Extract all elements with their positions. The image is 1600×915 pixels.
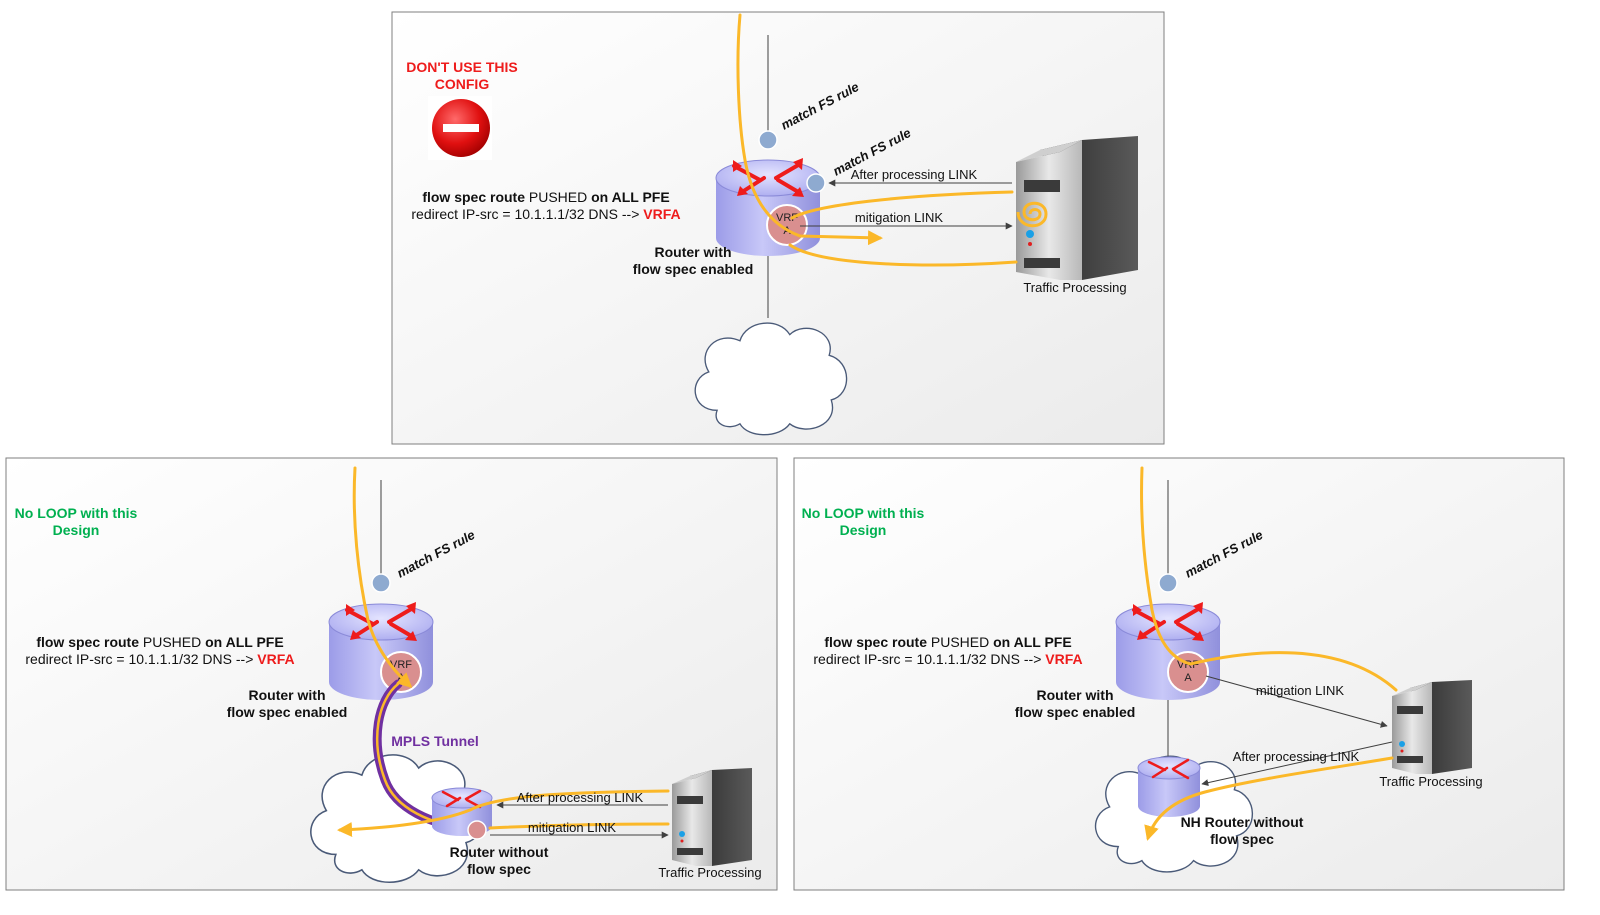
router-label-line2: flow spec enabled: [633, 261, 754, 277]
cloud-icon: [694, 322, 848, 436]
ok-note-line1: No LOOP with this: [15, 505, 138, 521]
after-processing-label: After processing LINK: [1233, 749, 1360, 764]
router-label-line2: flow spec enabled: [227, 704, 348, 720]
traffic-path: [1140, 466, 1398, 841]
router-icon: [715, 158, 821, 256]
ok-note-line2: Design: [840, 522, 887, 538]
server-label: Traffic Processing: [1379, 774, 1482, 789]
after-processing-label: After processing LINK: [851, 167, 978, 182]
match-point-icon: [758, 130, 778, 150]
router-label-line2: flow spec enabled: [1015, 704, 1136, 720]
panel-bottom-left: VRF A: [5, 457, 778, 891]
panel-bottom-right: VRF A: [793, 457, 1565, 891]
ok-note-line1: No LOOP with this: [802, 505, 925, 521]
nh-router-label-line2: flow spec: [1210, 831, 1274, 847]
vrf-label-line1: VRF: [776, 212, 798, 224]
warning-note-line1: DON'T USE THIS: [406, 59, 517, 75]
fs-redirect-line: redirect IP-src = 10.1.1.1/32 DNS --> VR…: [813, 651, 1082, 667]
mitigation-label: mitigation LINK: [528, 820, 616, 835]
nh-router-label-line1: NH Router without: [1181, 814, 1304, 830]
processing-spiral-icon: [1016, 201, 1048, 228]
vrf-a-node: VRF A: [1167, 651, 1209, 693]
after-processing-label: After processing LINK: [517, 790, 644, 805]
fs-route-title: flow spec route PUSHED on ALL PFE: [824, 634, 1071, 650]
vrf-label-line1: VRF: [390, 659, 412, 671]
panel-top: VRF A DON'T USE THIS CONFIG: [391, 11, 1165, 445]
nh-router-label-line2: flow spec: [467, 861, 531, 877]
warning-note-line2: CONFIG: [435, 76, 490, 92]
traffic-path: [337, 466, 670, 838]
mitigation-label: mitigation LINK: [855, 210, 943, 225]
after-processing-link: [1201, 741, 1393, 787]
fs-redirect-line: redirect IP-src = 10.1.1.1/32 DNS --> VR…: [25, 651, 294, 667]
mpls-tunnel-label: MPLS Tunnel: [391, 733, 479, 749]
server-icon: [672, 768, 752, 866]
nh-router-icon: [1137, 756, 1201, 817]
match-point-icon: [1158, 573, 1178, 593]
match-point-icon: [806, 173, 826, 193]
vrf-a-node: VRF A: [766, 204, 808, 246]
mitigation-label: mitigation LINK: [1256, 683, 1344, 698]
traffic-path: [736, 13, 1018, 267]
router-label-line1: Router with: [655, 244, 732, 260]
match-point-icon: [371, 573, 391, 593]
router-label-line1: Router with: [1037, 687, 1114, 703]
fs-redirect-line: redirect IP-src = 10.1.1.1/32 DNS --> VR…: [411, 206, 680, 222]
stop-icon: [428, 96, 492, 160]
server-icon: [1392, 680, 1472, 774]
fs-route-title: flow spec route PUSHED on ALL PFE: [422, 189, 669, 205]
mitigation-link: [1205, 675, 1388, 728]
vrf-label-line2: A: [1184, 672, 1192, 684]
nh-router-label-line1: Router without: [450, 844, 549, 860]
server-label: Traffic Processing: [658, 865, 761, 880]
vrf-small-node: [467, 820, 487, 840]
server-label: Traffic Processing: [1023, 280, 1126, 295]
router-label-line1: Router with: [249, 687, 326, 703]
fs-route-title: flow spec route PUSHED on ALL PFE: [36, 634, 283, 650]
server-icon: [1016, 136, 1138, 280]
ok-note-line2: Design: [53, 522, 100, 538]
